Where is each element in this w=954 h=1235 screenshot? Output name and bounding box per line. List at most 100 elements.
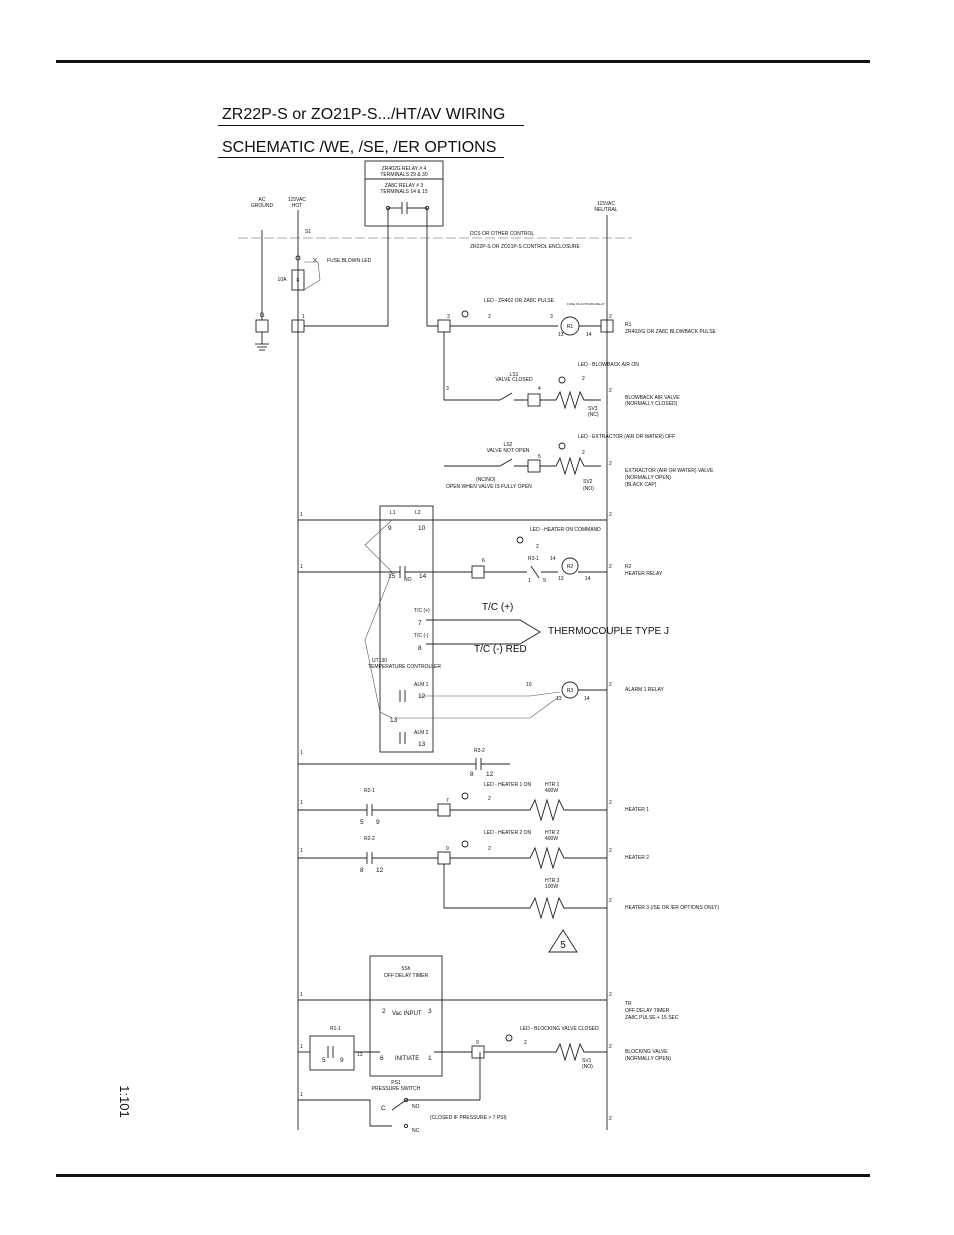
ext-2: 2 [609, 461, 612, 467]
r3-2-label: R3-2 [474, 748, 485, 754]
r32-1: 1 [300, 750, 303, 756]
r11-5: 5 [322, 1057, 326, 1064]
h2-1: 1 [300, 848, 303, 854]
alm-13a: 13 [390, 717, 398, 724]
r1-desc: ZR402/G OR ZA8C BLOWBACK PULSE [625, 329, 717, 335]
row-extractor: LS2 VALVE NOT OPEN (NC/NO) OPEN WHEN VAL… [444, 434, 714, 492]
alm1: ALM 1 [414, 682, 429, 688]
h2-12: 12 [376, 867, 384, 874]
hot-label-2: HOT [292, 203, 303, 209]
heater2-label: HEATER 2 [625, 855, 649, 861]
tc-8: 8 [418, 645, 422, 652]
htr2-b: 400W [545, 836, 558, 842]
h1-1: 1 [300, 800, 303, 806]
r1-term-3: 3 [447, 314, 450, 320]
fuse: F 10A FUSE BLOWN LED [278, 255, 372, 291]
tc-minus: T/C (-) RED [474, 644, 527, 655]
ps-nc: NC [412, 1128, 420, 1134]
ps1-b: PRESSURE SWITCH [372, 1086, 421, 1092]
led-ext-2: 2 [582, 450, 585, 456]
r2-13: 13 [558, 576, 564, 582]
blowback-b: (NORMALLY CLOSED) [625, 401, 678, 407]
r2-desc: HEATER RELAY [625, 571, 663, 577]
ground-g-label: G [259, 312, 264, 319]
off-delay-timer: 5Sh OFF DELAY TIMER 1 2 Vac INPUT 3 2 TR… [298, 955, 679, 1077]
alm-13b: 13 [418, 741, 426, 748]
r1-coil-3: 3 [550, 314, 553, 320]
led-h1-label: LED - HEATER 1 ON [484, 782, 532, 788]
led-blowback-label: LED - BLOWBACK AIR ON [578, 362, 639, 368]
led-pulse-icon [461, 310, 469, 318]
temperature-controller: 1 L1 L2 9 10 2 1 15 NO 14 6 LED - HEATER… [298, 505, 669, 753]
top-rule [56, 60, 870, 63]
blowback-a: BLOWBACK AIR VALVE [625, 395, 680, 401]
tr-2: 2 [609, 992, 612, 998]
led-bb-2: 2 [582, 376, 585, 382]
ls1-b: VALVE CLOSED [495, 377, 533, 383]
tc-plus: T/C (+) [482, 602, 513, 613]
r1-label: R1 [625, 322, 632, 328]
vac-input: Vac INPUT [392, 1011, 422, 1017]
alm2: ALM 2 [414, 730, 429, 736]
r1-1-label: R1-1 [330, 1026, 341, 1032]
top-box-line2b: TERMINALS 14 & 15 [380, 189, 427, 195]
led-h2-icon [461, 840, 469, 848]
r2-label: R2 [625, 564, 632, 570]
ls1-a: LS1 [510, 372, 519, 378]
led-heater-cmd-label: LED - HEATER ON COMMAND [530, 527, 601, 533]
r2-2: 2 [609, 564, 612, 570]
note-5: 5 [560, 940, 566, 951]
h2-9: 9 [446, 846, 449, 852]
tr-a: 5Sh [402, 966, 411, 972]
led-hc-2: 2 [536, 544, 539, 550]
sv2-a: SV2 [583, 479, 593, 485]
extractor-c: (BLACK CAP) [625, 482, 657, 488]
tr-in-2: 2 [382, 1008, 386, 1015]
tr-label: TR [625, 1001, 632, 1007]
row-r3-2: 1 R3-2 8 12 [298, 748, 510, 778]
tc-row-2: 2 [609, 512, 612, 518]
thermocouple-label: THERMOCOUPLE TYPE J [548, 626, 669, 637]
alm-2: 2 [609, 682, 612, 688]
htr1-b: 400W [545, 788, 558, 794]
ext-5: 5 [538, 454, 541, 460]
ps-c: C [381, 1105, 386, 1112]
top-relay-box: ZR402G RELAY # 4 TERMINALS 29 & 30 ZA8C … [364, 160, 444, 227]
sv3-a: SV3 [588, 406, 598, 412]
ps-2: 2 [609, 1116, 612, 1122]
hc-14: 14 [419, 573, 427, 580]
led-bv-2: 2 [524, 1040, 527, 1046]
r3-13: 13 [556, 696, 562, 702]
tc-row-1: 1 [300, 512, 303, 518]
r3-coil-label: R3 [567, 688, 574, 694]
htr1-a: HTR 1 [545, 782, 560, 788]
initiate: INITIATE [395, 1056, 419, 1062]
led-extractor-label: LED - EXTRACTOR (AIR OR WATER) OFF [578, 434, 675, 440]
row-heater-3: HTR 3 100W 2 HEATER 3 (/SE OR /ER OPTION… [443, 864, 719, 953]
htr3-b: 100W [545, 884, 558, 890]
fuse-led-label: FUSE BLOWN LED [327, 258, 372, 264]
tr-desc-a: OFF DELAY TIMER [625, 1008, 670, 1014]
hc-row-1: 1 [300, 564, 303, 570]
top-box-line2a: ZA8C RELAY # 3 [385, 183, 424, 189]
l1: L1 [390, 510, 396, 516]
hot-label-1: 115VAC [288, 197, 306, 203]
column-headers: AC GROUND 115VAC HOT 115VAC NEUTRAL S1 D… [238, 197, 632, 250]
h1-2: 2 [609, 800, 612, 806]
title-underline-1 [218, 125, 524, 126]
bv-1: 1 [300, 1044, 303, 1050]
bv-6: 6 [380, 1055, 384, 1062]
title-line-1: ZR22P-S or ZO21P-S.../HT/AV WIRING [222, 106, 506, 123]
led-extractor-icon [558, 442, 566, 450]
led-h2-label: LED - HEATER 2 ON [484, 830, 532, 836]
neutral-label-1: 115VAC [597, 201, 615, 207]
r1-neutral-2: 2 [609, 314, 612, 320]
bv-2: 2 [609, 1044, 612, 1050]
top-box-line1b: TERMINALS 29 & 30 [380, 172, 427, 178]
ut130-b: TEMPERATURE CONTROLLER [368, 664, 441, 670]
title-line-2: SCHEMATIC /WE, /SE, /ER OPTIONS [222, 139, 497, 156]
heater1-label: HEATER 1 [625, 807, 649, 813]
row-heater-2: 1 R2-2 8 12 9 LED - HEATER 2 ON 2 HTR 2 … [298, 830, 649, 874]
h1-7: 7 [446, 798, 449, 804]
